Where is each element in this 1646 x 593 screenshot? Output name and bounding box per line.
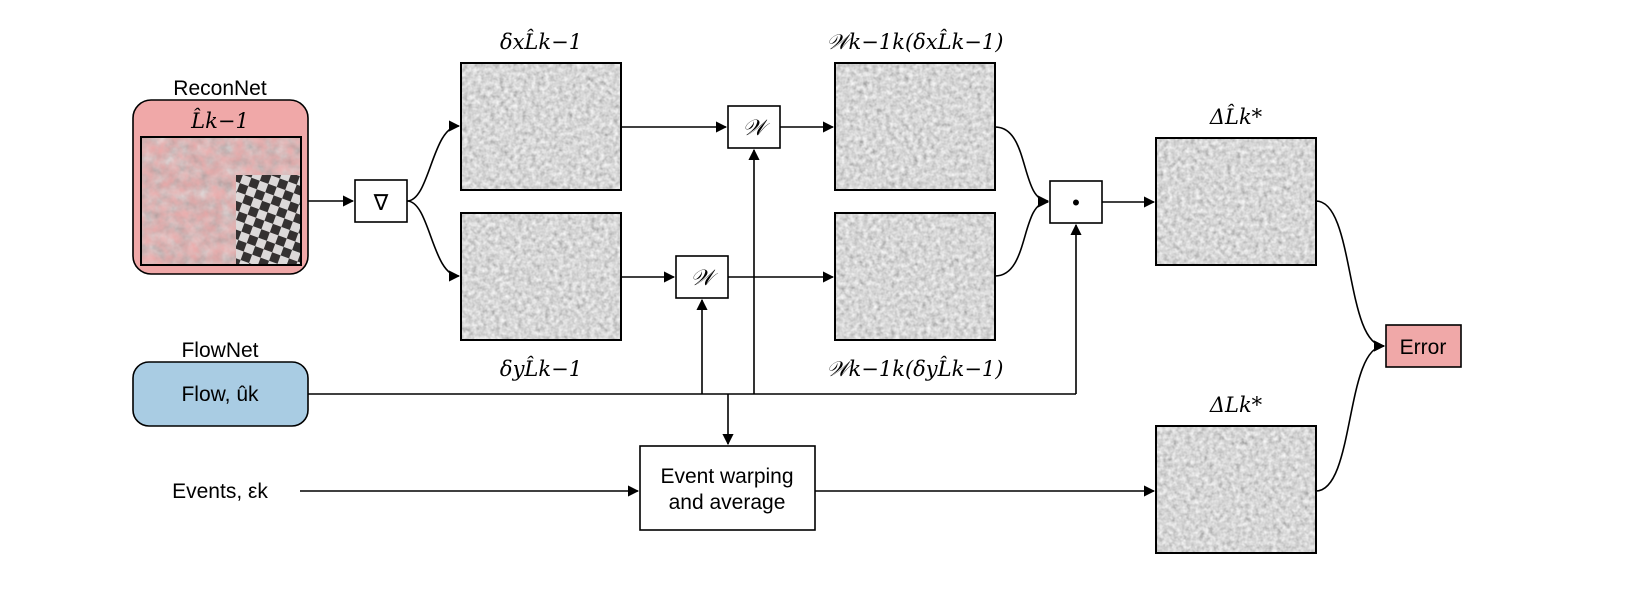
gradient-symbol: ∇ (373, 190, 389, 215)
dy-image (460, 212, 622, 341)
warp-box-bottom (675, 255, 729, 299)
event-warp-line2: and average (669, 491, 786, 514)
connection-wires (300, 120, 1386, 497)
product-box (1049, 180, 1103, 224)
error-box (1385, 324, 1462, 368)
dy-label: δyL̂k−1 (500, 357, 582, 381)
warped-dy-image (834, 212, 996, 341)
reconnet-title: ReconNet (173, 77, 267, 100)
delta-hat-label: ΔL̂k* (1209, 105, 1263, 129)
delta-events-label: ΔLk* (1209, 393, 1263, 417)
event-warp-line1: Event warping (660, 465, 793, 488)
reconnet-image (140, 136, 302, 266)
delta-hat-image (1155, 137, 1317, 266)
product-symbol: • (1072, 190, 1080, 215)
dx-image (460, 62, 622, 191)
error-label: Error (1400, 336, 1447, 359)
reconnet-image-label: L̂k−1 (190, 109, 249, 133)
warp-box-top (727, 105, 781, 149)
warped-dx-label: 𝒲k−1k(δxL̂k−1) (827, 30, 1004, 54)
gradient-box (354, 179, 408, 223)
flownet-title: FlowNet (181, 339, 258, 362)
flownet-box-text: Flow, ûk (181, 383, 259, 406)
event-warp-box (639, 445, 816, 531)
warped-dx-image (834, 62, 996, 191)
dx-label: δxL̂k−1 (500, 30, 582, 54)
delta-events-image (1155, 425, 1317, 554)
events-label: Events, εk (172, 480, 268, 503)
warped-dy-label: 𝒲k−1k(δyL̂k−1) (827, 357, 1004, 381)
